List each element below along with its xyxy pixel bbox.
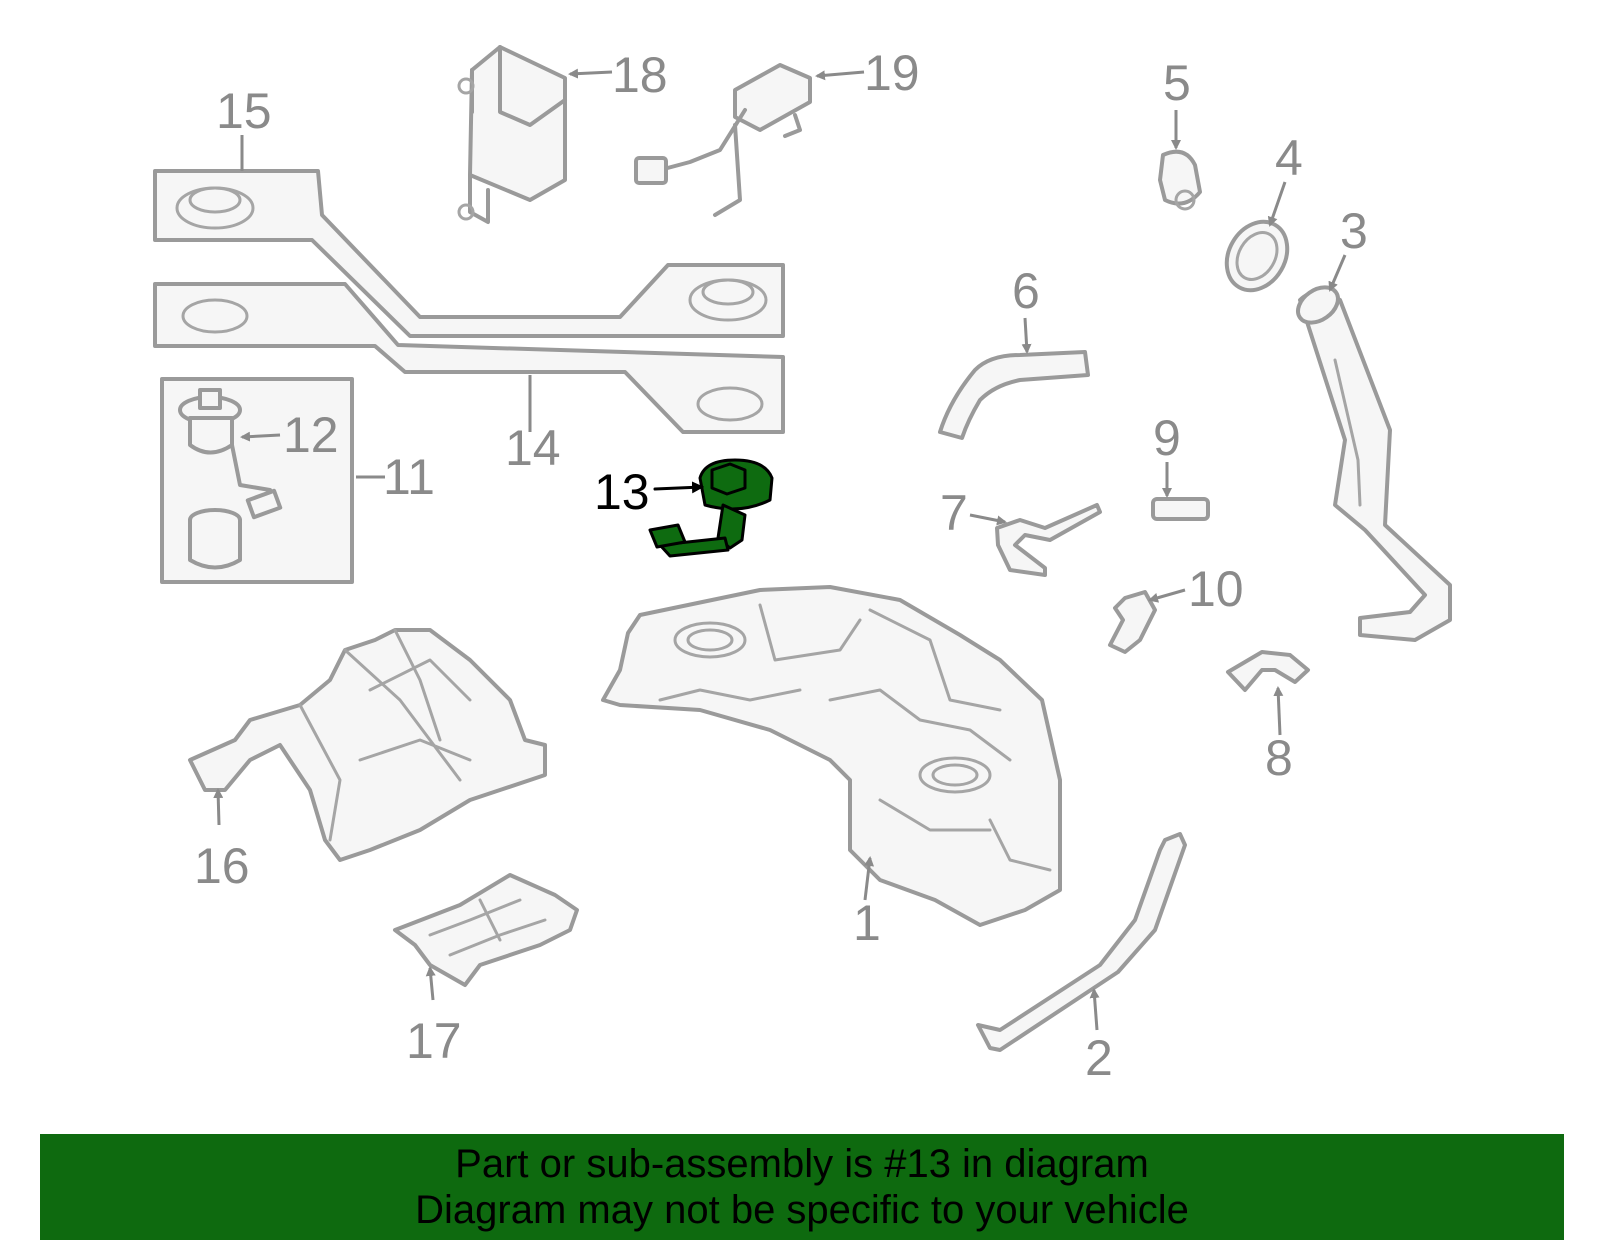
part-11-fuel-pump-assembly	[160, 377, 354, 584]
part-10-elbow-hose	[1108, 590, 1157, 654]
part-18-control-module	[457, 45, 567, 224]
part-13-fuel-level-sender	[648, 458, 774, 558]
leader-lines	[213, 68, 1347, 1031]
part-2-tank-strap	[976, 832, 1187, 1052]
part-3-filler-neck	[1296, 285, 1452, 642]
callout-10: 10	[1188, 561, 1244, 617]
part-4-seal-ring	[1224, 219, 1290, 293]
part-6-hose	[938, 350, 1090, 440]
callout-17: 17	[406, 1013, 462, 1069]
part-7-bracket	[995, 503, 1102, 577]
part-15-heat-shield	[153, 169, 785, 338]
part-8-elbow-hose	[1226, 650, 1310, 692]
banner-line-2: Diagram may not be specific to your vehi…	[415, 1188, 1189, 1232]
callout-labels: 1 2 3 4 5 6 7 8 9 10 11 12 13 14 15 16 1…	[194, 45, 1368, 1086]
callout-9: 9	[1153, 410, 1181, 466]
part-17-heat-shield	[393, 873, 579, 987]
callout-2: 2	[1085, 1030, 1113, 1086]
callout-1: 1	[853, 895, 881, 951]
part-9-short-hose	[1151, 497, 1210, 521]
callout-4: 4	[1275, 130, 1303, 186]
part-14-heat-shield	[153, 282, 785, 434]
callout-18: 18	[612, 47, 668, 103]
part-16-heat-shield	[188, 628, 547, 862]
callout-3: 3	[1340, 203, 1368, 259]
part-5-valve	[1158, 149, 1202, 211]
callout-11: 11	[383, 449, 435, 505]
callout-16: 16	[194, 838, 250, 894]
callout-7: 7	[940, 485, 968, 541]
banner-line-1: Part or sub-assembly is #13 in diagram	[455, 1142, 1149, 1186]
callout-8: 8	[1265, 730, 1293, 786]
callout-6: 6	[1012, 263, 1040, 319]
callout-5: 5	[1163, 55, 1191, 111]
part-1-fuel-tank	[601, 585, 1062, 927]
callout-12: 12	[283, 407, 339, 463]
callout-19: 19	[864, 45, 920, 101]
callout-15: 15	[216, 83, 272, 139]
info-banner: Part or sub-assembly is #13 in diagram D…	[40, 1134, 1564, 1240]
callout-13: 13	[594, 464, 650, 520]
part-19-sensor-harness	[634, 63, 812, 217]
callout-14: 14	[505, 420, 561, 476]
